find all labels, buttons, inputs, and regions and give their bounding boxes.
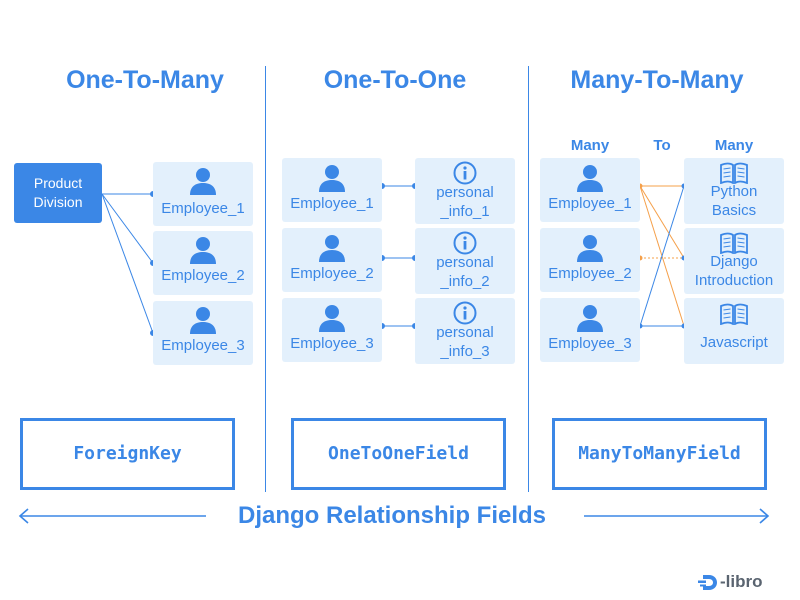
book-icon — [720, 232, 748, 254]
employee-label: Employee_3 — [161, 337, 245, 354]
brand-text: -libro — [720, 572, 763, 591]
course-box: Python Basics — [684, 158, 784, 224]
employee-label: Employee_1 — [290, 195, 374, 212]
employee-label: Employee_1 — [161, 200, 245, 217]
employee-box: Employee_1 — [282, 158, 382, 222]
link-line — [639, 185, 685, 327]
employee-box: Employee_2 — [153, 231, 253, 295]
employee-box: Employee_1 — [153, 162, 253, 226]
course-label: Django Introduction — [694, 253, 774, 289]
to-header: To — [653, 137, 671, 154]
arrow-right-icon — [584, 508, 770, 524]
info-icon — [453, 301, 477, 325]
section-divider-2 — [528, 66, 529, 492]
many-right-header: Many — [714, 137, 754, 154]
course-label: Python Basics — [710, 183, 758, 219]
link-line — [101, 193, 154, 264]
info-icon — [453, 231, 477, 255]
employee-box: Employee_3 — [540, 298, 640, 362]
course-box: Django Introduction — [684, 228, 784, 294]
employee-label: Employee_1 — [548, 195, 632, 212]
employee-box: Employee_1 — [540, 158, 640, 222]
person-icon — [190, 307, 216, 334]
book-icon — [720, 303, 748, 325]
person-icon — [577, 235, 603, 262]
person-icon — [577, 305, 603, 332]
link-line — [101, 193, 154, 334]
personal-info-label: personal _info_3 — [436, 324, 494, 360]
onetoonefield-box: OneToOneField — [291, 418, 506, 490]
product-division-box: Product Division — [14, 163, 102, 223]
manytomanyfield-box: ManyToManyField — [552, 418, 767, 490]
arrow-left-icon — [18, 508, 206, 524]
personal-info-box: personal _info_2 — [415, 228, 515, 294]
info-icon — [453, 161, 477, 185]
foreignkey-field-box: ForeignKey — [20, 418, 235, 490]
personal-info-label: personal _info_1 — [436, 184, 494, 220]
employee-box: Employee_2 — [540, 228, 640, 292]
person-icon — [319, 165, 345, 192]
section-divider-1 — [265, 66, 266, 492]
book-icon — [720, 162, 748, 184]
personal-info-box: personal _info_3 — [415, 298, 515, 364]
person-icon — [577, 165, 603, 192]
employee-box: Employee_3 — [153, 301, 253, 365]
course-box: Javascript — [684, 298, 784, 364]
personal-info-label: personal _info_2 — [436, 254, 494, 290]
one-to-one-title: One-To-One — [323, 66, 467, 94]
brand-logo: -libro — [698, 571, 778, 595]
person-icon — [319, 235, 345, 262]
employee-label: Employee_2 — [548, 265, 632, 282]
many-left-header: Many — [570, 137, 610, 154]
one-to-many-title: One-To-Many — [66, 66, 224, 94]
person-icon — [319, 305, 345, 332]
footer-title: Django Relationship Fields — [237, 502, 547, 529]
employee-label: Employee_2 — [290, 265, 374, 282]
course-label: Javascript — [700, 334, 768, 351]
personal-info-box: personal _info_1 — [415, 158, 515, 224]
employee-label: Employee_3 — [548, 335, 632, 352]
employee-label: Employee_2 — [161, 267, 245, 284]
person-icon — [190, 168, 216, 195]
many-to-many-title: Many-To-Many — [570, 66, 744, 94]
link-line — [639, 185, 685, 259]
employee-box: Employee_2 — [282, 228, 382, 292]
d-libro-logo-icon — [698, 575, 717, 590]
person-icon — [190, 237, 216, 264]
employee-box: Employee_3 — [282, 298, 382, 362]
employee-label: Employee_3 — [290, 335, 374, 352]
